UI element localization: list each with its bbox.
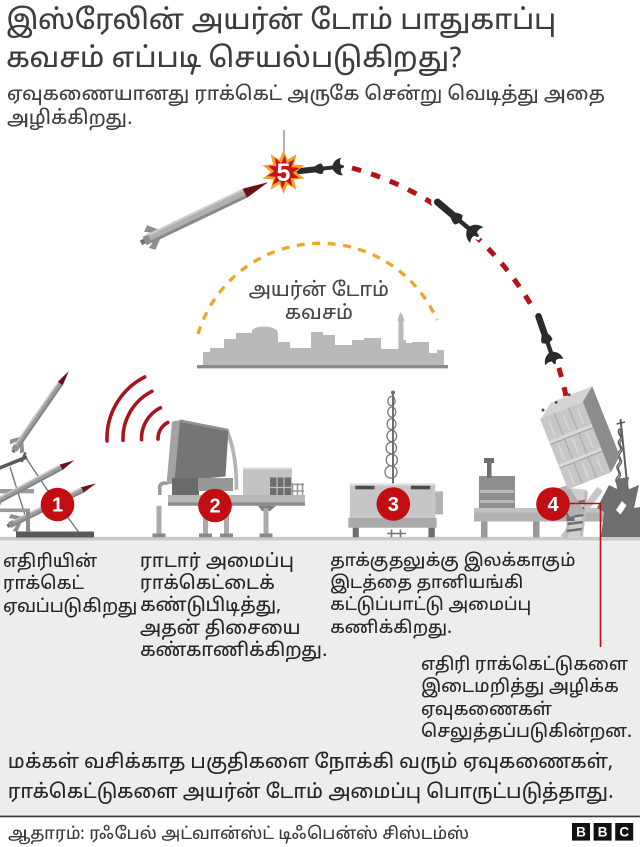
svg-text:5: 5: [277, 159, 291, 187]
svg-text:4: 4: [547, 494, 559, 516]
svg-text:B: B: [576, 825, 586, 840]
svg-text:C: C: [619, 825, 629, 840]
svg-text:B: B: [598, 825, 608, 840]
svg-text:3: 3: [388, 494, 399, 516]
svg-text:2: 2: [209, 496, 220, 518]
svg-text:1: 1: [52, 495, 63, 517]
